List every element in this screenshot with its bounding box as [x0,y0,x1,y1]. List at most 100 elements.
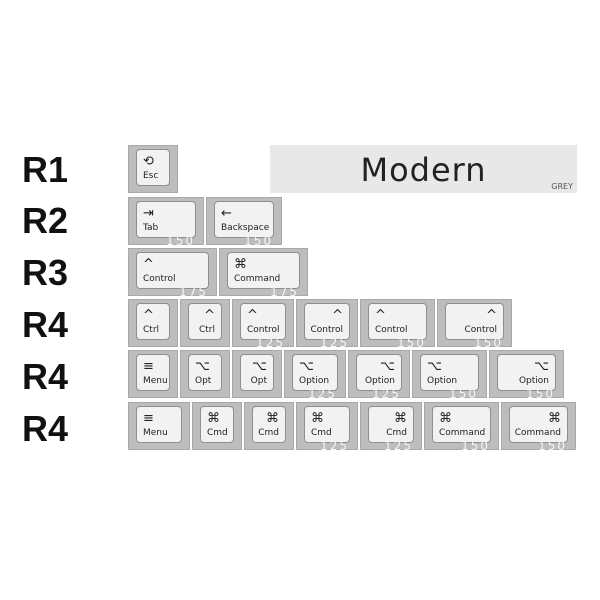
key-cmd[interactable]: ⌘ Cmd [244,402,294,450]
key-label: Opt [195,376,212,386]
key-command-175[interactable]: ⌘ Command 175 [219,248,308,299]
key-label: Option [427,376,458,386]
key-esc[interactable]: ⟲ Esc [128,145,178,193]
command-icon: ⌘ [207,411,220,426]
key-control-175[interactable]: ^ Control 175 [128,248,217,299]
key-cmd-125[interactable]: ⌘ Cmd 125 [360,402,422,453]
key-label: Cmd [207,428,228,438]
option-icon: ⌥ [299,359,314,374]
key-menu[interactable]: ≡ Menu [128,350,178,398]
key-label: Esc [143,171,159,181]
key-control-125[interactable]: ^ Control 125 [232,299,294,350]
tab-icon: ⇥ [143,206,154,221]
key-label: Control [310,325,343,335]
brand-banner: Modern GREY [270,145,577,193]
caret-up-icon: ^ [204,308,215,323]
key-cmd[interactable]: ⌘ Cmd [192,402,242,450]
command-icon: ⌘ [394,411,407,426]
key-label: Control [143,274,176,284]
key-backspace[interactable]: ← Backspace 150 [206,197,282,248]
key-option-125[interactable]: ⌥ Option 125 [284,350,346,401]
menu-icon: ≡ [143,411,154,426]
option-icon: ⌥ [380,359,395,374]
key-label: Command [439,428,486,438]
key-label: Opt [250,376,267,386]
key-label: Cmd [386,428,407,438]
key-command-150[interactable]: ⌘ Command 150 [424,402,499,453]
command-icon: ⌘ [439,411,452,426]
caret-up-icon: ^ [143,257,154,272]
key-menu[interactable]: ≡ Menu [128,402,190,450]
key-control-150[interactable]: ^ Control 150 [437,299,512,350]
option-icon: ⌥ [195,359,210,374]
key-label: Control [247,325,280,335]
key-size: 125 [308,387,337,401]
key-label: Command [234,274,281,284]
key-cmd-125[interactable]: ⌘ Cmd 125 [296,402,358,453]
key-label: Menu [143,428,168,438]
menu-icon: ≡ [143,359,154,374]
key-size: 150 [397,336,426,350]
key-size: 150 [166,234,195,248]
key-size: 150 [538,439,567,453]
key-size: 125 [372,387,401,401]
key-size: 125 [256,336,285,350]
refresh-icon: ⟲ [143,154,154,169]
banner-subtitle: GREY [551,182,573,191]
row-label-r4a: R4 [22,304,69,345]
command-icon: ⌘ [548,411,561,426]
key-opt[interactable]: ⌥ Opt [232,350,282,398]
key-tab[interactable]: ⇥ Tab 150 [128,197,204,248]
key-label: Ctrl [198,325,215,335]
command-icon: ⌘ [311,411,324,426]
key-label: Option [518,376,549,386]
command-icon: ⌘ [234,257,247,272]
key-label: Cmd [311,428,332,438]
banner-title: Modern [360,151,487,189]
key-size: 175 [179,285,208,299]
key-label: Control [375,325,408,335]
key-ctrl[interactable]: ^ Ctrl [180,299,230,347]
key-label: Cmd [258,428,279,438]
row-label-r2: R2 [22,200,69,241]
caret-up-icon: ^ [375,308,386,323]
key-option-125[interactable]: ⌥ Option 125 [348,350,410,401]
key-size: 150 [449,387,478,401]
key-option-150[interactable]: ⌥ Option 150 [489,350,564,401]
key-size: 125 [320,439,349,453]
key-label: Tab [143,223,159,233]
row-label-r1: R1 [22,149,69,190]
key-label: Backspace [221,223,270,233]
key-label: Menu [143,376,168,386]
key-size: 150 [461,439,490,453]
caret-up-icon: ^ [486,308,497,323]
key-size: 175 [270,285,299,299]
row-label-r4c: R4 [22,408,69,449]
arrow-left-icon: ← [221,206,232,221]
key-label: Command [514,428,561,438]
caret-up-icon: ^ [247,308,258,323]
key-label: Ctrl [143,325,160,335]
caret-up-icon: ^ [332,308,343,323]
key-size: 150 [474,336,503,350]
row-label-r3: R3 [22,252,69,293]
row-label-r4b: R4 [22,356,69,397]
key-size: 150 [244,234,273,248]
key-option-150[interactable]: ⌥ Option 150 [412,350,487,401]
key-label: Option [299,376,330,386]
key-label: Control [464,325,497,335]
key-label: Option [364,376,395,386]
key-ctrl[interactable]: ^ Ctrl [128,299,178,347]
option-icon: ⌥ [534,359,549,374]
key-opt[interactable]: ⌥ Opt [180,350,230,398]
key-control-150[interactable]: ^ Control 150 [360,299,435,350]
key-size: 125 [320,336,349,350]
option-icon: ⌥ [252,359,267,374]
key-size: 150 [526,387,555,401]
caret-up-icon: ^ [143,308,154,323]
key-control-125[interactable]: ^ Control 125 [296,299,358,350]
key-command-150[interactable]: ⌘ Command 150 [501,402,576,453]
key-size: 125 [384,439,413,453]
command-icon: ⌘ [266,411,279,426]
option-icon: ⌥ [427,359,442,374]
